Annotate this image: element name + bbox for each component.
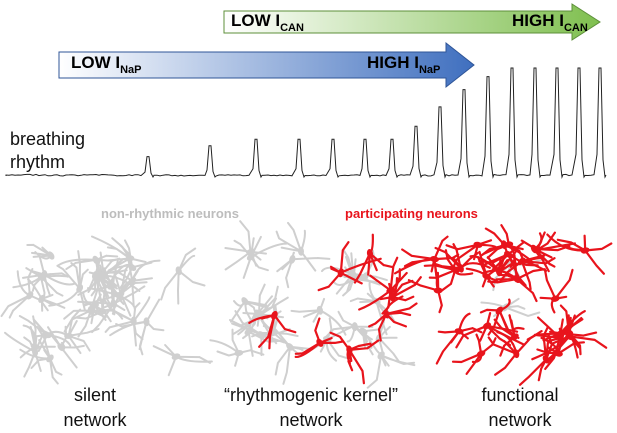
neuron — [324, 310, 374, 349]
breathing-trace-line — [5, 67, 607, 179]
neuron — [445, 239, 497, 268]
kernel-network-neurons — [209, 220, 422, 389]
neuron — [160, 247, 206, 305]
high-ican-label: HIGH ICAN — [512, 11, 588, 34]
neuron — [487, 330, 543, 376]
neuron — [275, 221, 317, 272]
neuron — [231, 283, 289, 345]
high-inap-label: HIGH INaP — [367, 53, 441, 76]
neuron — [248, 310, 297, 350]
inap-arrow — [58, 41, 475, 89]
neuron — [99, 296, 151, 347]
neuron — [321, 249, 388, 295]
neuron — [290, 297, 347, 336]
caption-functional: functional network — [430, 383, 610, 433]
neuron — [233, 220, 288, 279]
neuron — [19, 326, 63, 385]
caption-kernel: “rhythmogenic kernel” network — [198, 383, 424, 433]
neuron — [57, 254, 121, 289]
neuron — [536, 327, 585, 357]
caption-functional-line2: network — [488, 410, 552, 430]
neuron — [4, 331, 45, 378]
neuron — [394, 235, 460, 277]
neuron — [482, 227, 533, 265]
trace-label-line2: rhythm — [10, 152, 66, 172]
neuron — [114, 261, 139, 317]
neuron — [493, 314, 525, 357]
low-inap-label: LOW INaP — [71, 53, 142, 76]
neuron — [451, 333, 497, 375]
caption-silent-line2: network — [63, 410, 127, 430]
neuron — [518, 326, 557, 386]
nonrhythmic-legend: non-rhythmic neurons — [101, 206, 239, 221]
low-ican-label: LOW ICAN — [231, 11, 304, 34]
caption-kernel-line2: network — [279, 410, 343, 430]
neuron — [546, 233, 613, 275]
neuron — [465, 250, 506, 288]
silent-network-neurons — [0, 235, 213, 385]
neuron — [229, 297, 269, 323]
functional-network-neurons — [394, 224, 613, 386]
ican-arrow — [223, 3, 601, 41]
neuron — [358, 256, 408, 315]
neuron — [368, 295, 418, 342]
neuron — [294, 317, 344, 359]
neuron — [435, 312, 483, 365]
trace-label-line1: breathing — [10, 129, 86, 149]
neuron — [152, 344, 213, 377]
caption-functional-line1: functional — [481, 385, 559, 405]
neuron — [423, 249, 474, 293]
caption-silent-line1: silent — [73, 385, 117, 405]
caption-kernel-line1: “rhythmogenic kernel” — [223, 385, 399, 405]
neuron — [276, 251, 331, 289]
neuron — [0, 268, 49, 319]
neuron — [530, 232, 571, 268]
neuron — [539, 268, 574, 314]
neuron — [26, 243, 55, 260]
neuron — [22, 253, 76, 297]
neuron — [42, 325, 85, 369]
neuron — [317, 241, 382, 292]
participating-legend: participating neurons — [345, 206, 478, 221]
neuron — [329, 331, 380, 385]
neuron — [353, 233, 393, 284]
caption-silent: silent network — [10, 383, 180, 433]
